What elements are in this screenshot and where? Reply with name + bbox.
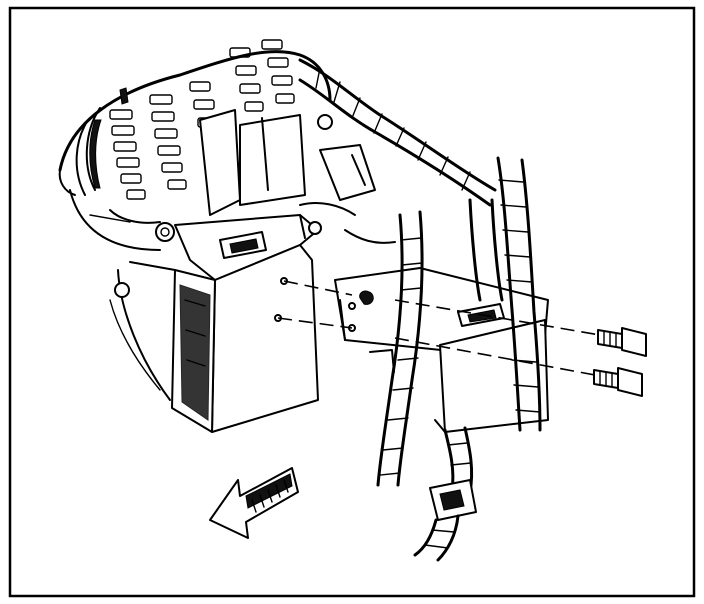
alignment-lines (277, 280, 601, 376)
alternator-icon (58, 39, 332, 251)
bracket-icon (109, 109, 322, 433)
arrow-icon (209, 467, 299, 539)
module-bracket-icon (334, 267, 549, 433)
bolt-icon (597, 327, 647, 357)
harness-icon (298, 58, 542, 562)
bolt-icon (593, 367, 643, 397)
